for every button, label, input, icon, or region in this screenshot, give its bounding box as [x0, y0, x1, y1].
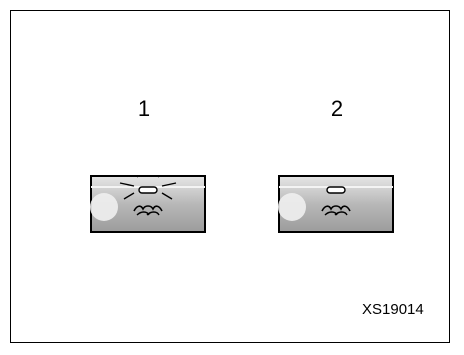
defroster-icon-1	[133, 205, 163, 216]
defogger-switch-off[interactable]	[278, 175, 394, 233]
panel-2-number: 2	[330, 96, 344, 121]
figure-reference-code: XS19014	[362, 301, 424, 318]
defogger-switch-on[interactable]	[90, 175, 206, 233]
indicator-lit-icon	[119, 175, 177, 200]
defroster-icon-2	[321, 205, 351, 216]
panel-1-number: 1	[137, 96, 151, 121]
